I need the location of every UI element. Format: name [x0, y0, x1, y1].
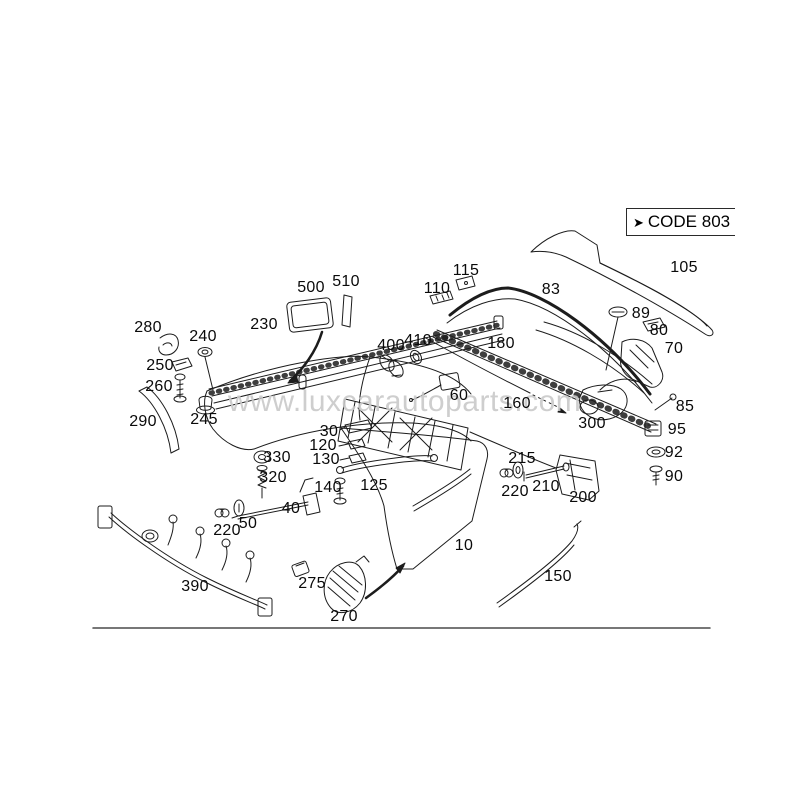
washer-92-drawing — [646, 446, 666, 458]
grommet-220-right-drawing — [499, 468, 514, 478]
code-label: CODE 803 — [647, 212, 731, 231]
disc-50-drawing — [233, 499, 245, 517]
screw-140-drawing — [333, 477, 347, 505]
impact-bar-83-drawing — [446, 286, 653, 404]
bumper-cover-10-drawing — [340, 427, 489, 570]
arc-trim-290-drawing — [138, 386, 180, 454]
trim-line-160-drawing — [423, 336, 567, 414]
spring-screw-320-drawing — [256, 465, 268, 499]
clip-280-drawing — [158, 333, 179, 356]
pin-85-drawing — [654, 393, 677, 411]
clip-120-drawing — [338, 438, 366, 450]
spoiler-105-drawing — [530, 230, 714, 337]
nut-240-drawing — [197, 347, 214, 391]
screw-90-drawing — [649, 465, 663, 486]
clip-275-drawing — [291, 560, 310, 577]
bracket-200-drawing — [555, 454, 600, 501]
grommet-220-left-drawing — [214, 508, 230, 518]
bracket-70-drawing — [620, 338, 664, 388]
disc-215-drawing — [512, 461, 524, 479]
arm-125-drawing — [336, 454, 438, 474]
screw-260-drawing — [173, 373, 187, 403]
trim-270-drawing — [323, 555, 370, 614]
nut-89-drawing — [605, 306, 628, 371]
chrome-strip-drawing — [213, 333, 505, 410]
plate-500-drawing — [286, 297, 334, 333]
bolt-210-drawing — [523, 462, 570, 482]
bracket-250-drawing — [171, 357, 193, 372]
bracket-30-drawing — [339, 419, 373, 434]
arrow-270-to-bumper — [364, 562, 406, 600]
sensor-400-drawing — [379, 354, 404, 378]
grommet-245-drawing — [196, 395, 215, 415]
rail-180-drawing — [432, 329, 657, 433]
strip-510-drawing — [341, 294, 353, 328]
code-callout-box: ➤ CODE 803 — [626, 208, 735, 236]
arrow-right-icon: ➤ — [633, 214, 644, 230]
clip-80-drawing — [642, 317, 666, 332]
rod-40-drawing — [231, 477, 321, 520]
plate-110-drawing — [429, 290, 454, 305]
harness-390-drawing — [97, 505, 273, 617]
washer-330-drawing — [253, 450, 271, 464]
trim-strip-150-drawing — [496, 520, 582, 608]
carrier-right-drawing — [469, 321, 653, 469]
bracket-95-drawing — [644, 420, 662, 437]
arrow-500-to-bumper — [287, 330, 324, 384]
exhaust-trim-300-drawing — [579, 384, 628, 421]
watermark-text: www.luxcarautoparts.com — [228, 385, 582, 418]
plate-115-drawing — [455, 275, 476, 291]
rail-230-drawing — [208, 315, 504, 397]
clip-130-drawing — [339, 452, 367, 464]
ring-410-drawing — [409, 349, 423, 365]
upper-bumper-shell-drawing — [204, 355, 472, 451]
bracket-60-drawing — [409, 372, 461, 402]
